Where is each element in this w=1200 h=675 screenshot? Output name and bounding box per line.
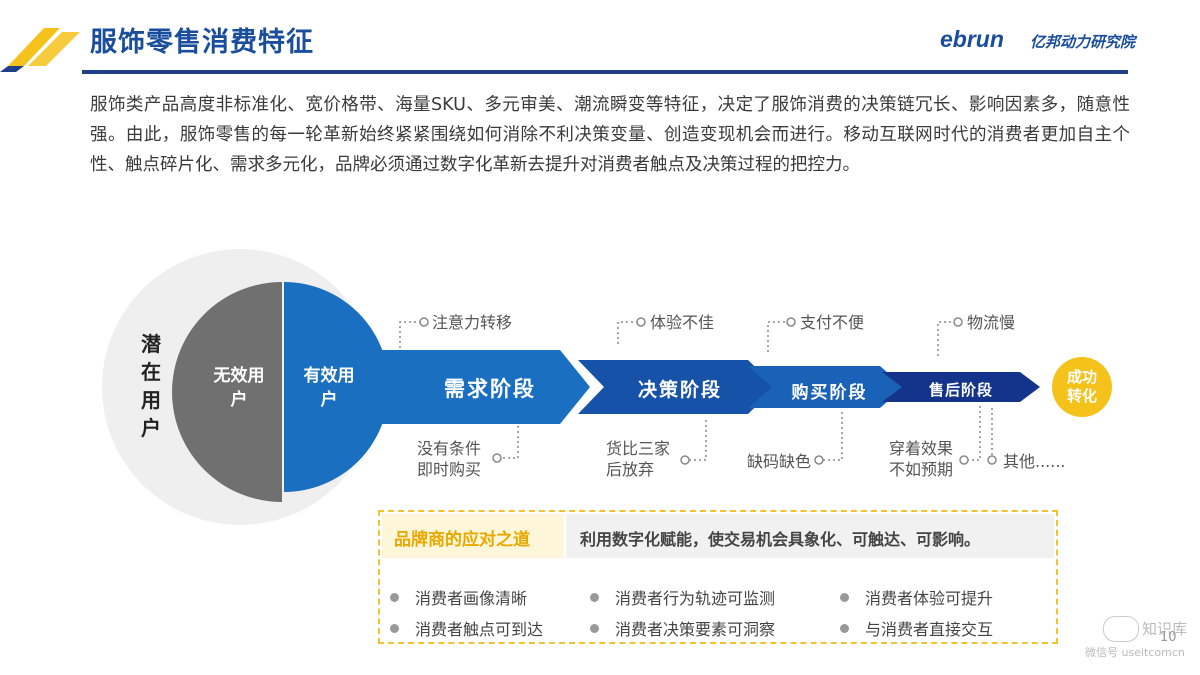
potential-users-label: 潜在用户 xyxy=(141,332,161,440)
watermark-account: 微信号 useitcomcn xyxy=(1085,646,1185,659)
stage-decision-label: 决策阶段 xyxy=(637,379,722,401)
conversion-funnel xyxy=(102,249,1112,525)
factor-payment: 支付不便 xyxy=(800,313,865,332)
response-box xyxy=(378,510,1058,644)
title-divider xyxy=(82,70,1128,74)
stage-demand-label: 需求阶段 xyxy=(444,377,536,401)
factor-attention: 注意力转移 xyxy=(432,313,513,332)
page-title: 服饰零售消费特征 xyxy=(90,27,314,58)
stage-purchase-label: 购买阶段 xyxy=(791,383,868,403)
bullet-behavior: 消费者行为轨迹可监测 xyxy=(590,585,775,609)
intro-paragraph: 服饰类产品高度非标准化、宽价格带、海量SKU、多元审美、潮流瞬变等特征，决定了服… xyxy=(90,95,1130,175)
page-number: 10 xyxy=(1160,630,1177,645)
factor-fit-mismatch: 穿着效果不如预期 xyxy=(889,439,954,479)
stage-aftersales-label: 售后阶段 xyxy=(928,381,993,399)
bullet-decision: 消费者决策要素可洞察 xyxy=(590,616,775,640)
response-label: 品牌商的应对之道 xyxy=(394,530,530,550)
response-statement: 利用数字化赋能，使交易机会具象化、可触达、可影响。 xyxy=(580,530,981,549)
factor-stockout: 缺码缺色 xyxy=(747,452,812,471)
bullet-portrait: 消费者画像清晰 xyxy=(390,585,527,609)
valid-users-label: 有效用户 xyxy=(303,366,355,410)
stage-aftersales-arrow xyxy=(882,372,1040,402)
success-label: 成功转化 xyxy=(1066,368,1097,405)
bullet-touchpoint: 消费者触点可到达 xyxy=(390,616,543,640)
invalid-users-shape xyxy=(172,282,282,502)
factor-no-condition: 没有条件即时购买 xyxy=(417,439,482,479)
bullet-experience: 消费者体验可提升 xyxy=(840,585,993,609)
brand-logo: ebrun xyxy=(940,26,1004,52)
stage-decision-arrow xyxy=(578,360,776,414)
stage-demand-arrow xyxy=(378,350,590,424)
stage-purchase-arrow xyxy=(748,366,904,408)
wechat-icon xyxy=(1103,616,1139,642)
response-label-cell xyxy=(382,514,564,558)
factor-comparison: 货比三家后放弃 xyxy=(606,439,671,479)
invalid-users-label: 无效用户 xyxy=(213,366,265,410)
factor-logistics: 物流慢 xyxy=(967,313,1016,332)
bullet-interaction: 与消费者直接交互 xyxy=(840,616,993,640)
brand-name: 亿邦动力研究院 xyxy=(1030,33,1136,51)
corner-logo-icon xyxy=(0,28,80,72)
factor-other: 其他...... xyxy=(1003,452,1066,471)
watermark-name: 知识库 xyxy=(1142,620,1188,638)
success-circle xyxy=(1052,357,1112,417)
factor-experience: 体验不佳 xyxy=(650,313,715,332)
response-statement-cell xyxy=(566,514,1054,558)
